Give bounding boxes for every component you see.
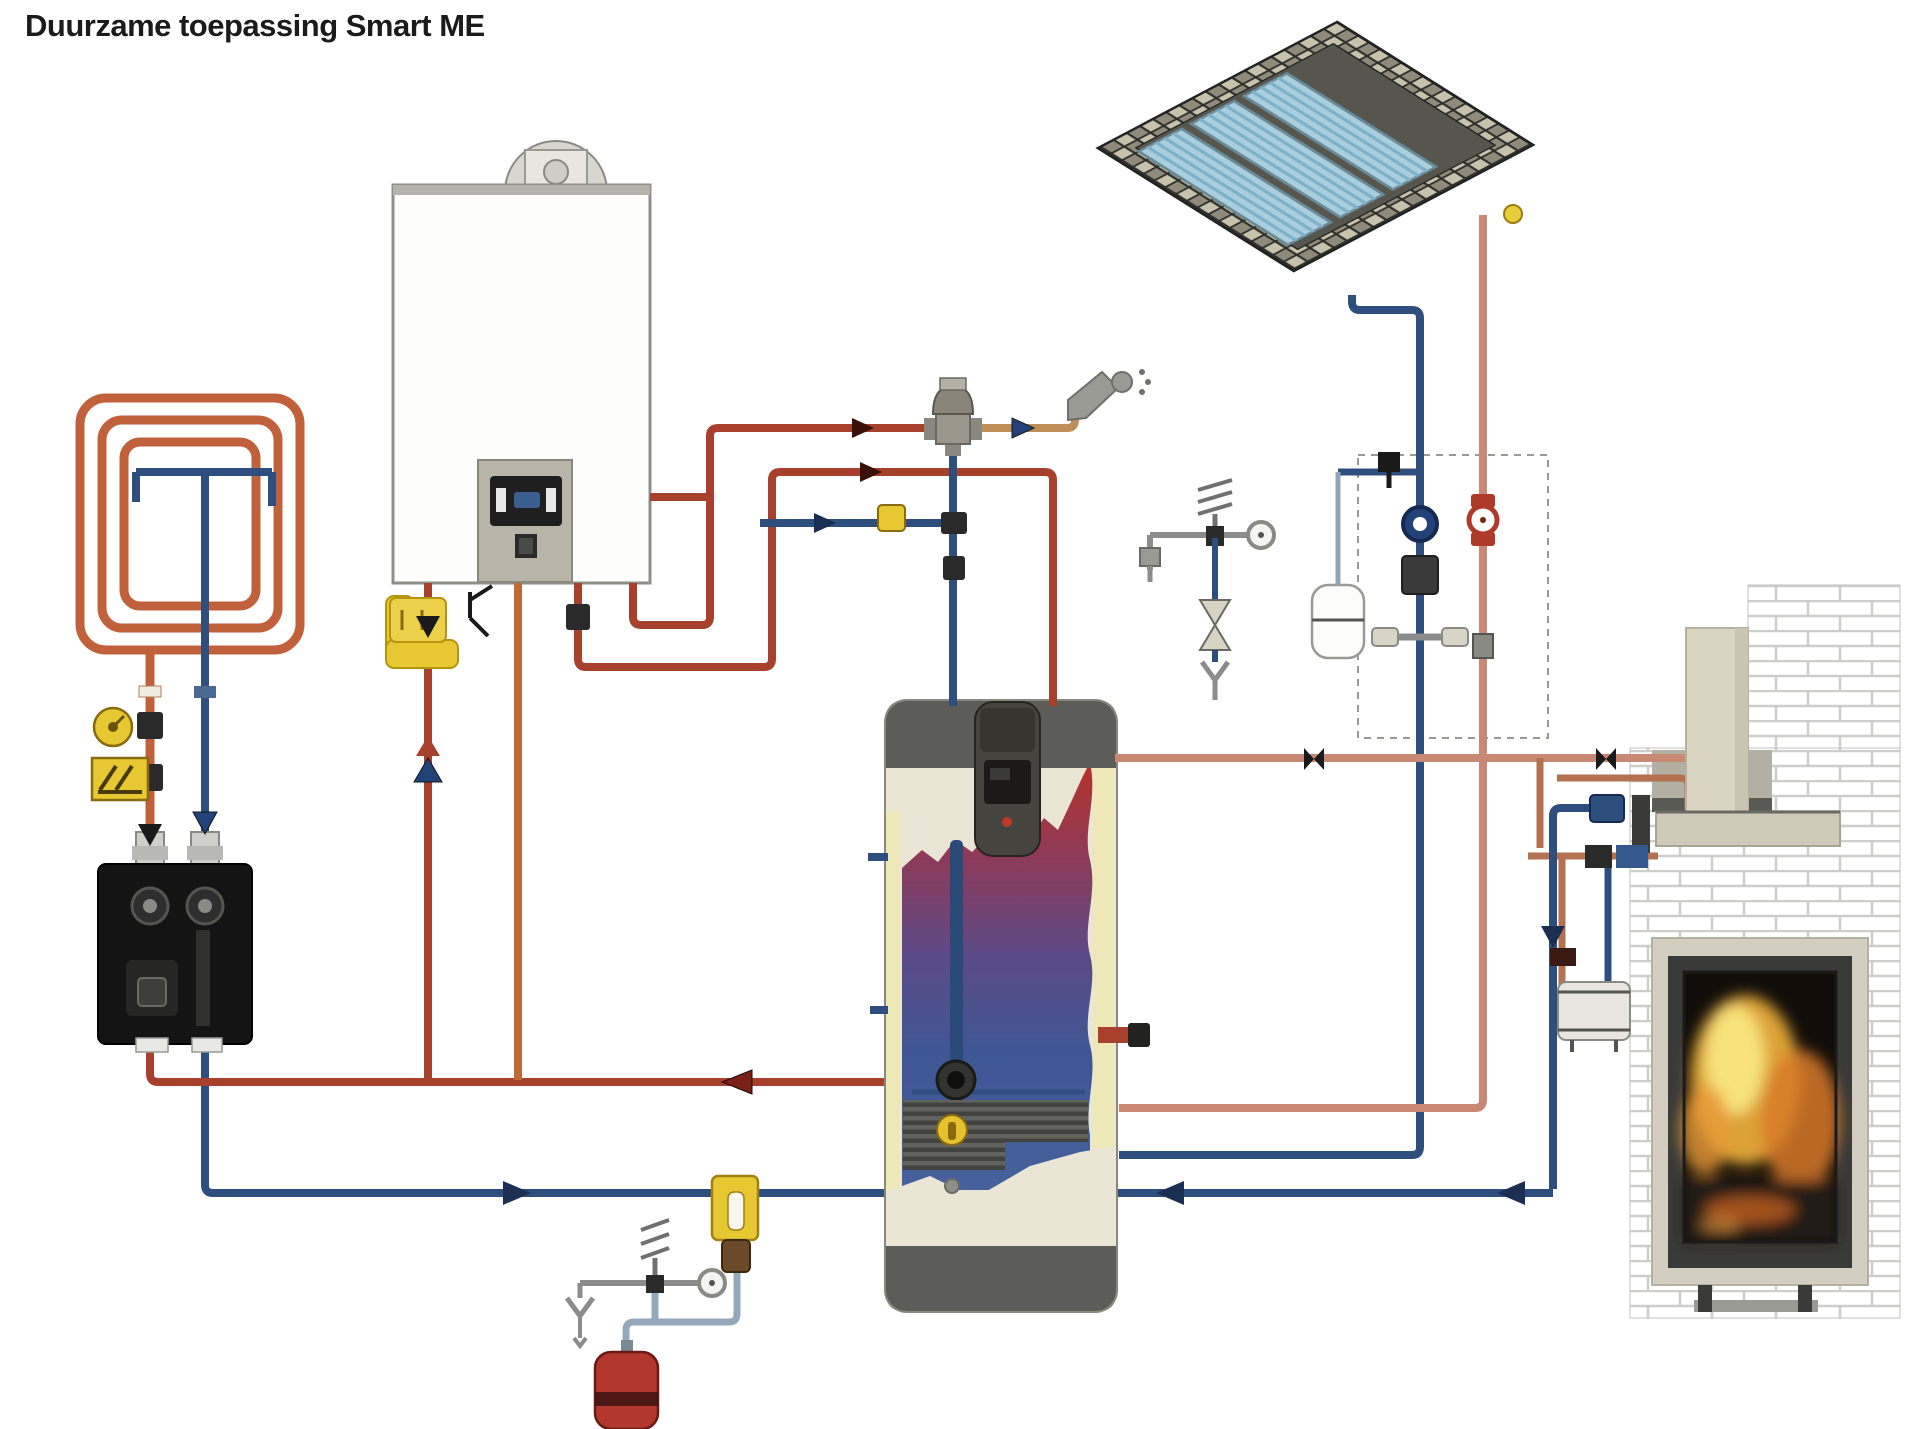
bracket-1 [137, 712, 163, 739]
pump-head-left-cap [143, 899, 157, 913]
arrow-return-down [192, 811, 218, 836]
mixing-valve [924, 377, 982, 456]
arrow-boiler-down [416, 616, 440, 638]
pipes-behind [146, 1042, 1553, 1197]
dhw-hot-pipe [629, 424, 930, 629]
flue-fitting [543, 159, 569, 185]
tank-anode-slot [948, 1122, 956, 1140]
arrow-up-blue [413, 757, 443, 783]
solar-collector [1095, 20, 1536, 273]
display-button-right [546, 488, 556, 512]
tank-drain-dot [944, 1178, 960, 1194]
fireplace-loading-group [1550, 794, 1650, 1052]
pump-display [137, 977, 167, 1007]
fireplace-front [1651, 627, 1869, 1312]
pump-foot-left [135, 1037, 169, 1053]
pump-nut-left [132, 846, 168, 860]
floor-heating-coil [75, 393, 305, 655]
tank-shell-bottom [885, 1146, 1117, 1252]
inlet-combination-icon [877, 504, 906, 532]
boiler-top-band [393, 185, 650, 195]
bracket-3 [566, 604, 590, 630]
tank-controller-segment [990, 768, 1010, 780]
tank-sensor-stub [1098, 1027, 1132, 1043]
air-dirt-separator [710, 1174, 760, 1273]
fireplace-pump-icon [1589, 794, 1625, 823]
pump-insulation-seam [196, 930, 210, 1026]
main-return-pipe [201, 1042, 1553, 1197]
solar-return-pipe [1119, 295, 1424, 1159]
brick-wall-upper [1747, 584, 1901, 751]
pump-head-right-cap [198, 899, 212, 913]
tank-sensor-cap [1128, 1023, 1150, 1047]
vent-tap-icon [468, 584, 494, 638]
tank-controller-top [980, 708, 1035, 752]
buffer-tank [884, 699, 1118, 1313]
pipes [132, 215, 1710, 1352]
fireplace-return-riser [1549, 804, 1590, 1189]
fire [1680, 970, 1840, 1244]
tap-icon [1067, 369, 1151, 422]
tank-solar-coil-lower [903, 1142, 1005, 1170]
gas-valve [385, 595, 459, 669]
tank-insulation-right [1093, 768, 1114, 1250]
arrow-riser-down [1541, 926, 1565, 948]
solar-station-parts [1335, 452, 1500, 659]
tank-insulation-left [885, 812, 900, 1250]
pump-foot-right [191, 1037, 223, 1053]
firebox-leg-right [1798, 1285, 1812, 1312]
tank-solar-coil [903, 1100, 1088, 1142]
arrow-up-red [416, 736, 440, 756]
display-button-left [496, 488, 506, 512]
chimney-shade [1735, 628, 1748, 816]
fittings [90, 369, 1650, 1429]
check-valve-2 [943, 556, 965, 580]
tank-charge-pipe [574, 468, 1057, 706]
fireplace-vessel [1557, 981, 1631, 1041]
arrow-charge-right [860, 462, 882, 482]
collar-flow [138, 685, 162, 698]
arrow-return-left [720, 1069, 753, 1095]
boiler-safety-group [564, 1218, 727, 1350]
heating-pump-group [97, 831, 253, 1053]
dhw-safety-group [1139, 478, 1276, 700]
collector-panels [1136, 71, 1439, 247]
tank-port-center [947, 1071, 965, 1089]
collar-return [194, 686, 216, 698]
solar-station-box [1357, 454, 1549, 739]
mantel [1655, 811, 1841, 847]
pump-group-housing [97, 863, 253, 1045]
solar-sensor-icon [1503, 204, 1523, 224]
tank-controller-led [1002, 817, 1012, 827]
pump-nut-right [187, 846, 223, 860]
label-marks [98, 764, 142, 794]
mixed-water-pipe [975, 396, 1079, 432]
thermostat-needle [111, 714, 126, 729]
display-screen [514, 492, 540, 508]
tank-base [885, 1246, 1117, 1312]
expansion-vessel [593, 1340, 660, 1429]
arrow-mixed-right [1011, 417, 1036, 439]
floor-heating-return-pipe [132, 468, 276, 868]
arrow-cold-right [814, 513, 836, 533]
check-valve-1 [941, 512, 967, 534]
solar-flow-pipe [1119, 215, 1487, 1112]
arrow-flow-down [138, 824, 162, 846]
arrow-main-left-1 [1156, 1181, 1184, 1205]
valve-solar-line [1304, 748, 1324, 770]
firebox-leg-left [1698, 1285, 1712, 1312]
arrow-main-left-2 [1497, 1181, 1525, 1205]
arrow-dhw-right [852, 418, 874, 438]
firebox-base [1694, 1300, 1818, 1312]
tank-left-ports [868, 853, 888, 1014]
boiler-knob-center [519, 538, 533, 554]
solar-pump-station [1310, 454, 1549, 739]
tank-controller-display [984, 760, 1031, 804]
valve-fireplace-line [1596, 748, 1616, 770]
arrow-main-right [503, 1181, 531, 1205]
heating-flow-pipe [146, 1042, 905, 1086]
boiler [391, 140, 652, 585]
page-title: Duurzame toepassing Smart ME [25, 8, 485, 43]
